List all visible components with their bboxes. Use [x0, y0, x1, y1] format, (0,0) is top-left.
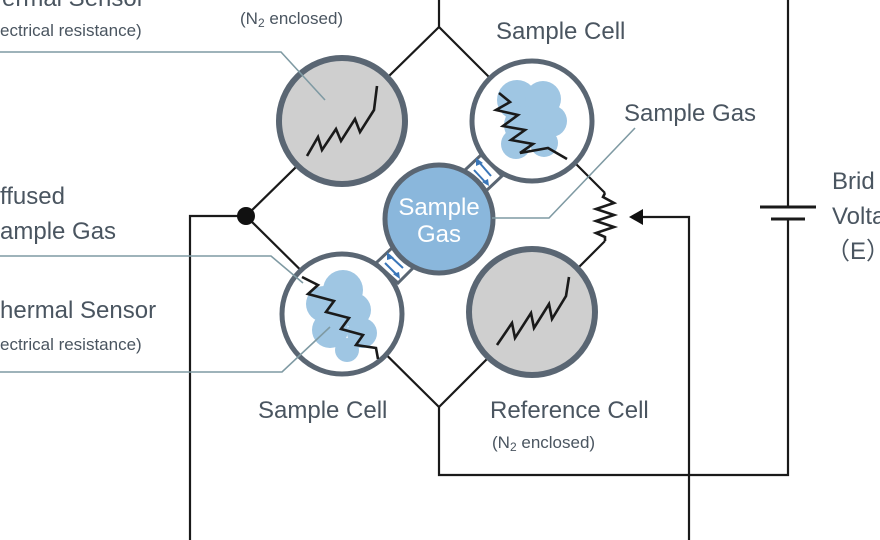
sample-gas-chamber: Sample Gas	[382, 162, 496, 276]
reference-cell-top	[276, 55, 408, 187]
diffused-gas-label-line2: ample Gas	[0, 218, 116, 245]
n2-enclosed-bottom-label: (N2 enclosed)	[492, 433, 595, 454]
thermal-sensor-resistor-top-left	[305, 85, 379, 157]
wiper-arrow	[629, 209, 643, 225]
thermal-sensor-bottom-label: hermal Sensor	[0, 297, 156, 324]
thermal-sensor-bottom-sublabel: ectrical resistance)	[0, 335, 142, 354]
diffused-gas-blob-top	[497, 80, 567, 159]
thermal-sensor-resistor-bottom-right	[495, 276, 571, 346]
reference-cell-label: Reference Cell	[490, 397, 649, 424]
thermal-sensor-top-sublabel: ectrical resistance)	[0, 21, 142, 40]
bridge-voltage-label-line2: Volta	[832, 203, 880, 230]
bridge-voltage-label-line3: （E）	[826, 238, 880, 265]
n2-enclosed-top-label: (N2 enclosed)	[240, 9, 343, 30]
reference-cell-bottom	[466, 246, 598, 378]
leader-lines	[0, 51, 636, 373]
sample-cell-top-label: Sample Cell	[496, 18, 625, 45]
chamber-label-line2: Gas	[417, 221, 461, 248]
bridge-voltage-label-line1: Brid	[832, 168, 875, 195]
chamber-label-line1: Sample	[398, 194, 479, 221]
thermal-sensor-resistor-bottom-left	[301, 275, 380, 360]
battery-symbol	[760, 205, 816, 221]
sample-cell-top	[469, 58, 595, 184]
thermal-sensor-resistor-top-right	[492, 91, 568, 161]
variable-resistor	[591, 192, 619, 241]
diffused-gas-label-line1: ffused	[0, 183, 65, 210]
bridge-junction-dot	[237, 207, 255, 225]
sample-gas-label: Sample Gas	[624, 100, 756, 127]
sample-cell-bottom-label: Sample Cell	[258, 397, 387, 424]
thermal-sensor-top-label: ermal Sensor	[2, 0, 145, 12]
